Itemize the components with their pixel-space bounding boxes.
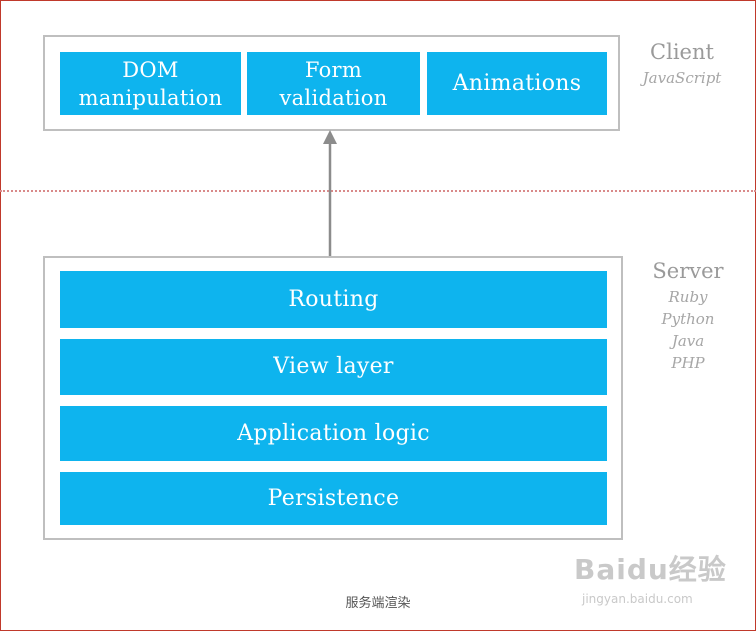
server-layer-application-logic: Application logic bbox=[60, 406, 607, 461]
server-language-java: Java bbox=[671, 332, 705, 350]
baidu-jingyan-watermark: Baidu经验 jingyan.baidu.com bbox=[574, 548, 744, 612]
figure-caption: 服务端渲染 bbox=[345, 596, 411, 611]
server-language-ruby: Ruby bbox=[668, 288, 708, 306]
client-block-animations: Animations bbox=[427, 52, 607, 115]
client-server-divider bbox=[0, 190, 756, 192]
watermark-url: jingyan.baidu.com bbox=[582, 592, 693, 606]
server-layer-routing: Routing bbox=[60, 271, 607, 328]
client-title: Client bbox=[650, 40, 714, 64]
client-block-dom-manipulation: DOM manipulation bbox=[60, 52, 241, 115]
client-subtitle: JavaScript bbox=[642, 69, 722, 87]
watermark-brand: Baidu经验 bbox=[574, 553, 727, 586]
up-arrow-icon bbox=[323, 130, 337, 256]
server-language-python: Python bbox=[661, 310, 715, 328]
server-layer-view: View layer bbox=[60, 339, 607, 395]
server-layer-persistence: Persistence bbox=[60, 472, 607, 525]
client-block-form-validation: Form validation bbox=[247, 52, 420, 115]
server-title: Server bbox=[652, 259, 724, 283]
server-language-php: PHP bbox=[671, 354, 705, 372]
